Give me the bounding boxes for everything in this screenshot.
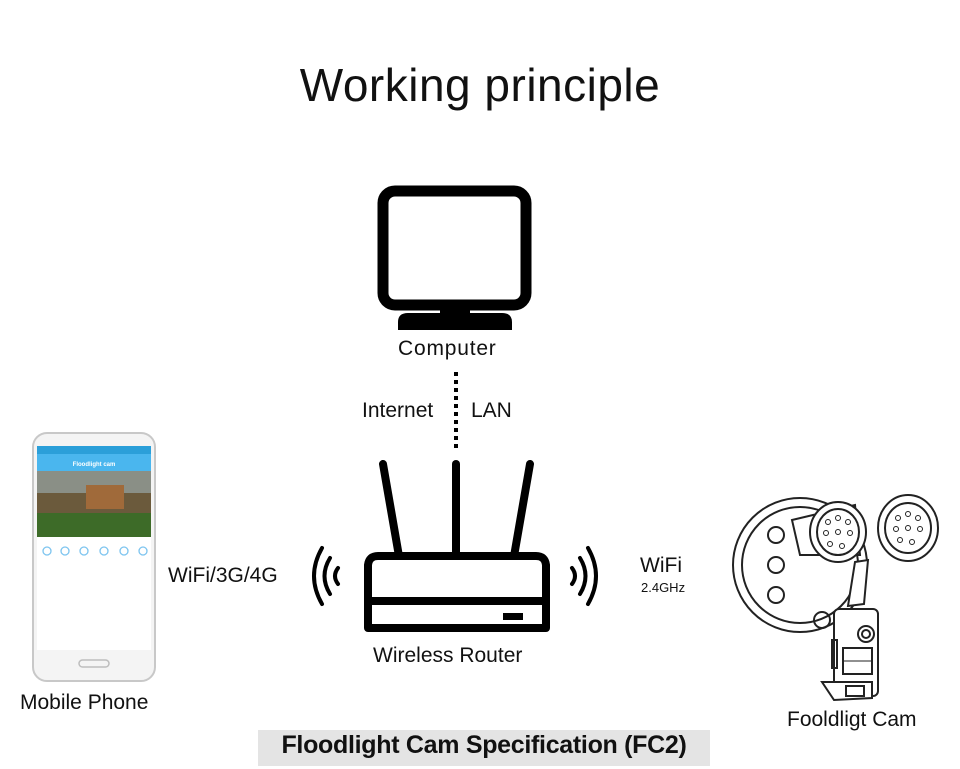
router-icon — [364, 460, 550, 632]
phone-connection-label: WiFi/3G/4G — [168, 564, 278, 587]
floodlight-camera-illustration — [732, 494, 939, 702]
internet-label: Internet — [362, 399, 434, 422]
router-label: Wireless Router — [373, 644, 523, 667]
camera-band-label: 2.4GHz — [641, 580, 686, 595]
mobile-phone-illustration: Floodlight cam — [32, 432, 156, 682]
spec-banner — [258, 730, 710, 766]
camera-signal-icon — [570, 546, 598, 606]
computer-icon — [377, 185, 532, 330]
camera-connection-label: WiFi — [640, 554, 682, 577]
phone-label: Mobile Phone — [20, 691, 149, 714]
camera-label: Fooldligt Cam — [787, 708, 917, 731]
lan-label: LAN — [471, 399, 512, 422]
spec-banner-text: Floodlight Cam Specification (FC2) — [281, 731, 687, 759]
computer-label: Computer — [398, 337, 497, 360]
phone-signal-icon — [312, 546, 340, 606]
phone-app-title: Floodlight cam — [73, 462, 116, 468]
page-title: Working principle — [299, 59, 661, 111]
